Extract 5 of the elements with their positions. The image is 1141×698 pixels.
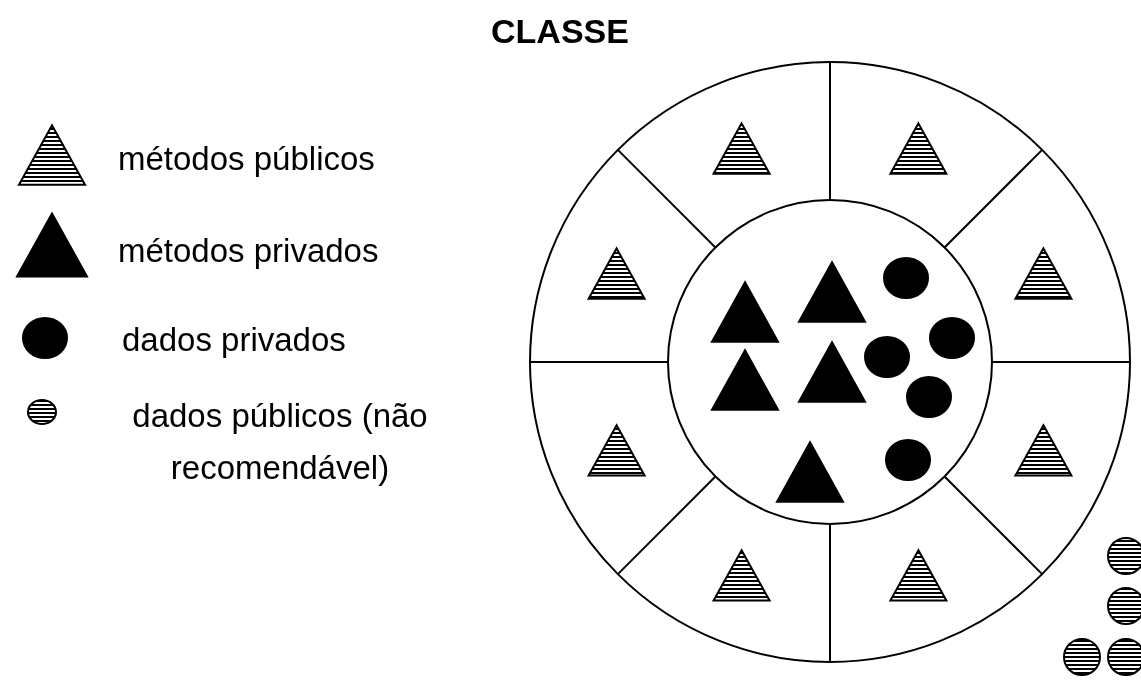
legend-label: dados privados [122,320,347,360]
diagram-title: CLASSE [490,12,630,51]
legend-label: dados públicos (não recomendável) [131,396,429,488]
legend-label: métodos públicos [118,139,376,179]
legend-label: métodos privados [118,231,380,271]
